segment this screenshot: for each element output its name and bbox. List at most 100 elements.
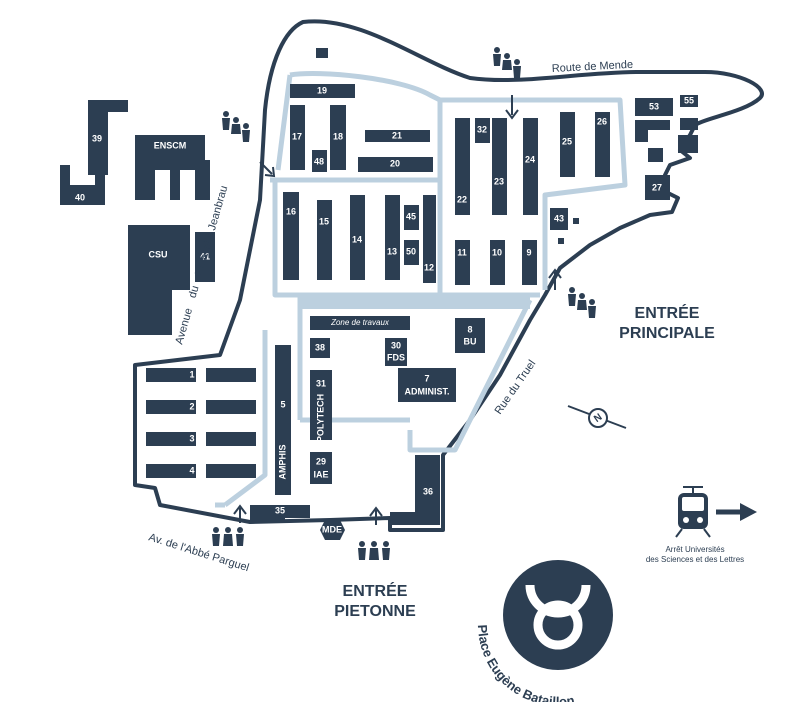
svg-text:8: 8 (467, 324, 472, 334)
university-logo-icon (503, 560, 613, 670)
svg-text:MDE: MDE (322, 524, 342, 534)
building-29[interactable]: 29 IAE (310, 452, 332, 484)
street-abbe-parguel: Av. de l'Abbé Parguel (147, 531, 250, 574)
svg-text:11: 11 (457, 247, 467, 257)
arrow-icon (369, 506, 383, 525)
arret-label-2: des Sciences et des Lettres (646, 555, 744, 564)
svg-text:55: 55 (684, 95, 694, 105)
building-14[interactable]: 14 (350, 195, 365, 280)
arrow-icon (505, 95, 519, 120)
svg-text:31: 31 (316, 378, 326, 388)
building-15[interactable]: 15 (317, 200, 332, 280)
svg-text:ADMINIST.: ADMINIST. (405, 386, 450, 396)
svg-text:13: 13 (387, 246, 397, 256)
svg-text:21: 21 (392, 130, 402, 140)
building-36[interactable]: 36 (390, 455, 440, 525)
building-11[interactable]: 11 (455, 240, 470, 285)
svg-text:23: 23 (494, 176, 504, 186)
svg-text:CSU: CSU (148, 249, 167, 259)
svg-text:35: 35 (275, 505, 285, 515)
svg-text:20: 20 (390, 158, 400, 168)
building-21[interactable]: 21 (365, 130, 430, 142)
zone-de-travaux[interactable]: Zone de travaux (310, 316, 410, 330)
svg-text:17: 17 (292, 131, 302, 141)
building-2[interactable]: 2 (146, 400, 256, 414)
svg-text:2: 2 (189, 401, 194, 411)
svg-text:22: 22 (457, 194, 467, 204)
svg-text:38: 38 (315, 342, 325, 352)
svg-text:19: 19 (317, 85, 327, 95)
people-icon (358, 541, 390, 560)
svg-text:12: 12 (424, 262, 434, 272)
building-20[interactable]: 20 (358, 157, 433, 172)
building-26[interactable]: 26 (595, 112, 610, 177)
svg-text:45: 45 (406, 211, 416, 221)
building-40[interactable]: 40 (60, 165, 105, 205)
svg-text:26: 26 (597, 116, 607, 126)
campus-boundary (133, 19, 764, 532)
building-25[interactable]: 25 (560, 112, 575, 177)
svg-text:41: 41 (200, 251, 210, 261)
people-icon (493, 47, 521, 78)
building-13[interactable]: 13 (385, 195, 400, 280)
svg-text:53: 53 (649, 101, 659, 111)
building-30[interactable]: 30 FDS (385, 338, 407, 366)
building-16[interactable]: 16 (283, 192, 299, 280)
building-53[interactable]: 53 (635, 98, 673, 116)
building-22[interactable]: 22 (455, 118, 470, 215)
svg-text:14: 14 (352, 234, 362, 244)
svg-text:BU: BU (464, 336, 477, 346)
svg-text:36: 36 (423, 486, 433, 496)
building-3[interactable]: 3 (146, 432, 256, 446)
building-45[interactable]: 45 (404, 205, 419, 230)
compass-icon: N (567, 405, 627, 429)
svg-text:32: 32 (477, 124, 487, 134)
building-12[interactable]: 12 (423, 195, 436, 283)
people-icon (568, 287, 596, 318)
svg-text:25: 25 (562, 136, 572, 146)
building-enscm[interactable]: ENSCM (135, 135, 210, 200)
building-10[interactable]: 10 (490, 240, 505, 285)
building-41[interactable]: 41 (195, 232, 215, 282)
building-31[interactable]: 31 POLYTECH (310, 370, 332, 442)
building-9[interactable]: 9 (522, 240, 537, 285)
building-4[interactable]: 4 (146, 464, 256, 478)
building-1[interactable]: 1 (146, 368, 256, 382)
building-csu[interactable]: CSU (128, 225, 190, 335)
building-50[interactable]: 50 (404, 240, 419, 265)
building-23[interactable]: 23 (492, 118, 507, 215)
building-17[interactable]: 17 (290, 105, 305, 170)
building-7[interactable]: 7 ADMINIST. (398, 368, 456, 402)
svg-text:24: 24 (525, 154, 535, 164)
svg-text:16: 16 (286, 206, 296, 216)
building-18[interactable]: 18 (330, 105, 346, 170)
building-5[interactable]: 5 AMPHIS (275, 345, 291, 495)
svg-text:43: 43 (554, 213, 564, 223)
building-24[interactable]: 24 (523, 118, 538, 215)
building-mde[interactable]: MDE (320, 520, 345, 540)
svg-text:40: 40 (75, 192, 85, 202)
building-32[interactable]: 32 (475, 118, 490, 143)
arrow-right-icon (716, 503, 757, 521)
building-19[interactable]: 19 (290, 84, 355, 98)
svg-text:50: 50 (406, 246, 416, 256)
building-38[interactable]: 38 (310, 338, 330, 358)
building-8[interactable]: 8 BU (455, 318, 485, 353)
building-48[interactable]: 48 (312, 150, 327, 172)
arrow-icon (233, 504, 247, 523)
arret-label-1: Arrêt Universités (665, 545, 724, 554)
building-39[interactable]: 39 (88, 100, 128, 175)
building-55[interactable]: 55 (680, 95, 698, 107)
entree-principale-label: ENTRÉE (635, 303, 700, 322)
svg-text:POLYTECH: POLYTECH (315, 394, 325, 442)
building-27[interactable]: 27 (645, 175, 670, 200)
internal-paths (270, 71, 628, 298)
building-35[interactable]: 35 (250, 505, 310, 522)
building-43[interactable]: 43 (550, 208, 568, 230)
svg-text:15: 15 (319, 216, 329, 226)
entree-pietonne-label: ENTRÉE (343, 581, 408, 600)
svg-text:10: 10 (492, 247, 502, 257)
svg-text:FDS: FDS (387, 352, 405, 362)
svg-text:AMPHIS: AMPHIS (277, 444, 287, 479)
